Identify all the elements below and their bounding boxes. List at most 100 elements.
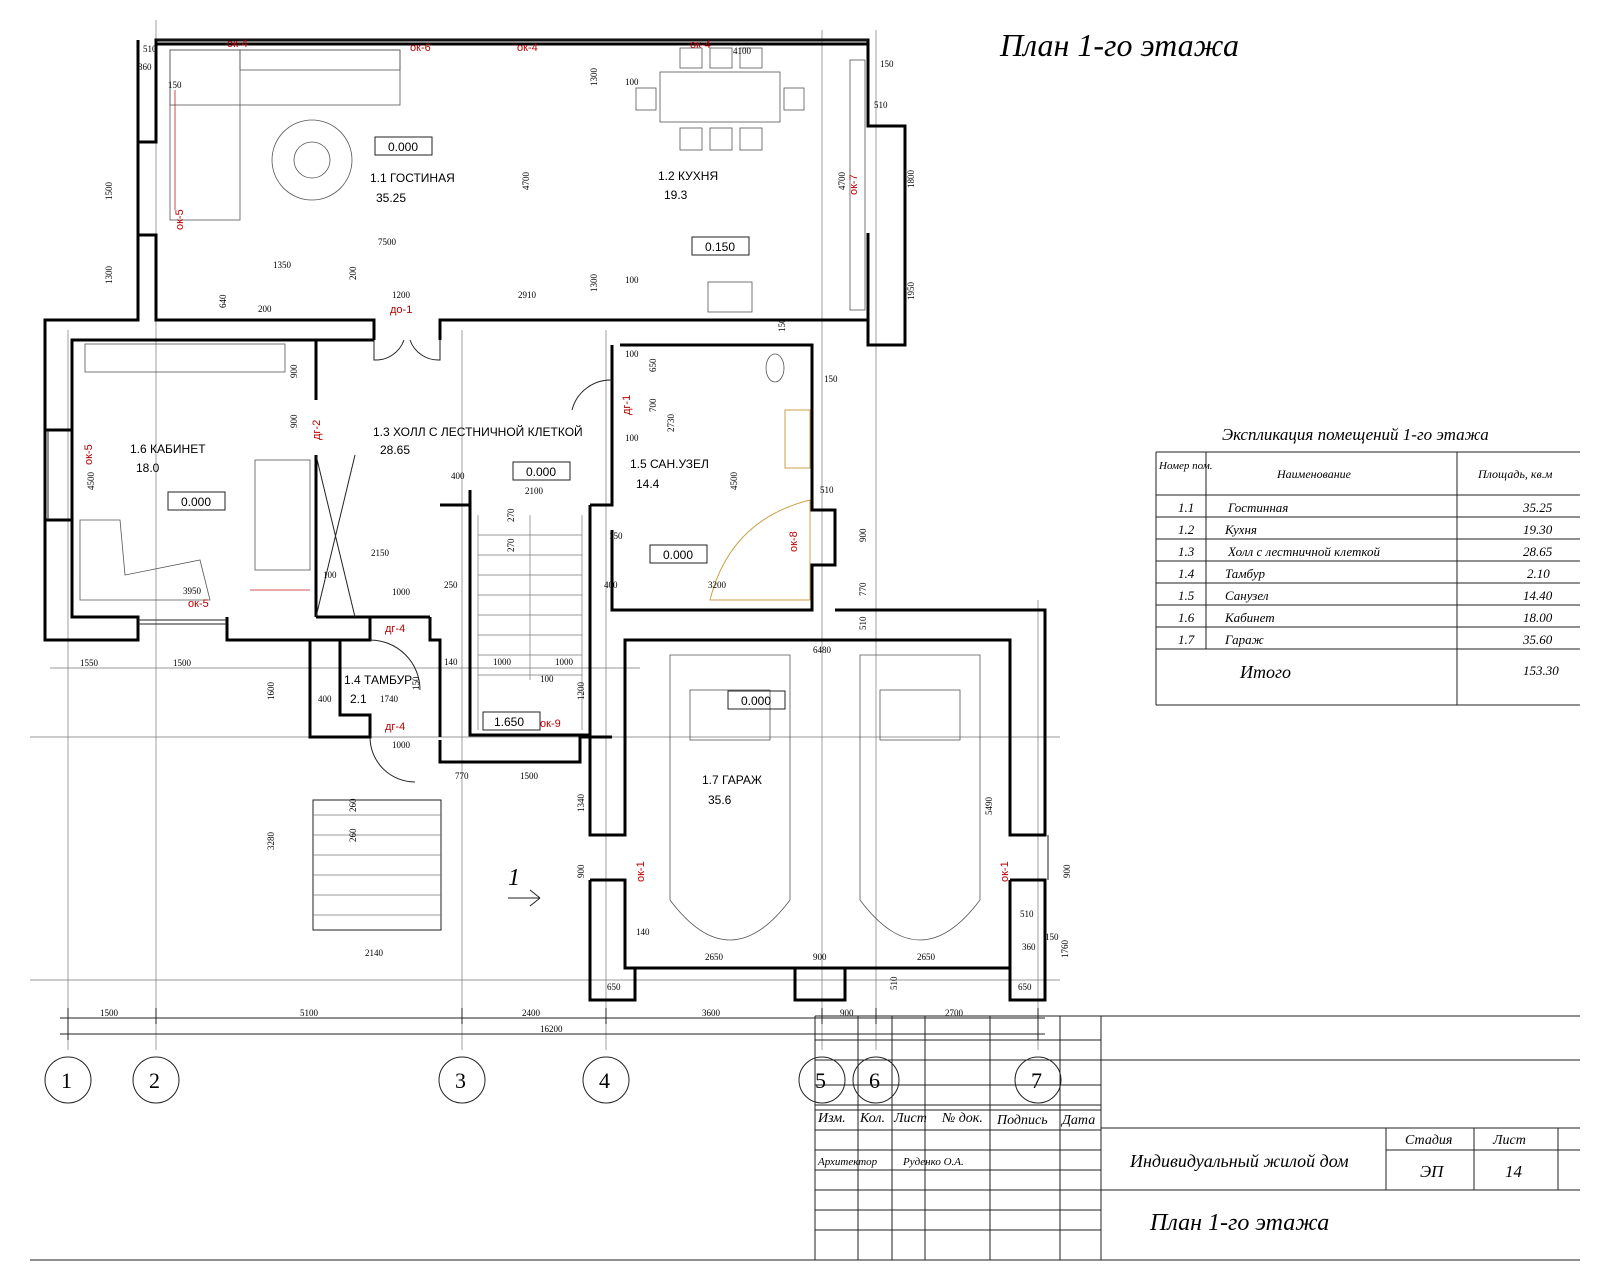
dimension-labels: 510 360 150 1500 1300 4700 1300 1300 410… [80,44,1072,1034]
dim-label: 2730 [666,414,676,433]
header-name: Наименование [1276,467,1352,481]
dim-label: 150 [609,531,623,541]
row-name: Холл с лестничной клеткой [1227,544,1380,559]
axis-label: 6 [869,1068,880,1093]
dim-label: 140 [444,657,458,667]
svg-text:1.2 КУХНЯ: 1.2 КУХНЯ [658,169,718,183]
axis-grid [30,20,1060,1050]
header-num: Номер пом. [1158,460,1213,472]
dim-label: 1300 [104,266,114,285]
axis-label: 7 [1031,1068,1042,1093]
window-mark: ок-1 [999,861,1011,882]
dim-label: 150 [880,59,894,69]
level-mark: 0.000 [663,548,693,562]
stamp-sheet-title: План 1-го этажа [1149,1210,1329,1236]
dim-label: 640 [218,294,228,308]
dim-label: 1600 [266,682,276,701]
dim-label: 2150 [371,548,390,558]
dim-label: 1950 [906,282,916,301]
window-mark: ок-4 [517,42,538,54]
dim-label: 2910 [518,290,537,300]
stamp-stage-value: ЭП [1420,1162,1445,1181]
level-mark: 0.000 [741,694,771,708]
axis-markers: 1 2 3 4 5 6 7 [44,1056,1062,1104]
dim-label: 100 [540,674,554,684]
room-name: КУХНЯ [678,169,718,183]
dim-label: 900 [840,1008,854,1018]
dim-label: 900 [858,528,868,542]
dim-label: 900 [813,952,827,962]
window-mark: ок-4 [227,38,248,50]
room-num: 1.4 [344,673,361,687]
dim-label: 2100 [525,486,544,496]
dim-label: 100 [625,275,639,285]
row-num: 1.7 [1178,632,1195,647]
axis-label: 3 [455,1068,466,1093]
doors [315,339,613,783]
level-mark: 0.000 [181,495,211,509]
room-num: 1.1 [370,171,387,185]
dim-label: 5490 [984,797,994,816]
row-name: Тамбур [1225,566,1266,581]
door-mark: до-1 [390,304,412,316]
level-mark: 0.000 [388,140,418,154]
stamp-stage-label: Стадия [1405,1133,1452,1148]
dim-label: 100 [625,433,639,443]
stamp-person: Руденко О.А. [902,1156,964,1168]
row-area: 35.60 [1522,632,1553,647]
room-name: ХОЛЛ С ЛЕСТНИЧНОЙ КЛЕТКОЙ [393,424,583,439]
dim-label: 1200 [576,682,586,701]
dim-label: 2700 [945,1008,964,1018]
dim-label: 1300 [589,68,599,87]
section-mark-label: 1 [508,865,520,891]
dim-label: 270 [506,538,516,552]
axis-label: 1 [61,1068,72,1093]
dim-label: 150 [824,374,838,384]
stamp-col: Изм. [817,1111,846,1126]
dim-label: 150 [411,676,421,690]
dim-label: 900 [289,364,299,378]
window-mark: ок-5 [174,209,186,230]
row-num: 1.4 [1178,566,1195,581]
room-area: 18.0 [136,461,160,475]
stamp-col: Подпись [996,1113,1048,1128]
window-mark: ок-4 [690,39,711,51]
wc [765,353,785,383]
dim-label: 2140 [365,948,384,958]
row-num: 1.5 [1178,588,1195,603]
dim-label: 200 [348,266,358,280]
level-mark: 0.150 [705,240,735,254]
stamp-sheet-value: 14 [1505,1162,1523,1181]
windows [47,39,1049,880]
dim-label: 650 [607,982,621,992]
stamp-role: Архитектор [817,1156,878,1168]
stamp-col: Лист [893,1111,927,1126]
window-mark: ок-6 [410,42,431,54]
dim-label: 2650 [705,952,724,962]
door-mark: дг-4 [385,721,405,733]
dim-label: 1200 [392,290,411,300]
dim-label: 770 [858,582,868,596]
room-num: 1.3 [373,425,390,439]
dim-label: 1340 [576,794,586,813]
dim-label: 1000 [555,657,574,667]
dim-label: 400 [604,580,618,590]
room-area: 2.1 [350,692,367,706]
stamp-col: Кол. [859,1111,885,1126]
axis-label: 4 [599,1068,610,1093]
stamp-col: № док. [941,1111,983,1126]
dim-label: 150 [168,80,182,90]
row-area: 2.10 [1527,566,1550,581]
dim-label: 650 [1018,982,1032,992]
stairs [313,515,583,916]
room-name: ТАМБУР [364,673,412,687]
svg-text:1.7 ГАРАЖ: 1.7 ГАРАЖ [702,773,762,787]
dim-label: 250 [444,580,458,590]
window-mark: ок-8 [788,531,800,552]
row-area: 18.00 [1523,610,1553,625]
dim-label: 510 [820,485,834,495]
row-area: 28.65 [1523,544,1553,559]
dim-label: 4500 [729,472,739,491]
dim-label: 900 [576,864,586,878]
